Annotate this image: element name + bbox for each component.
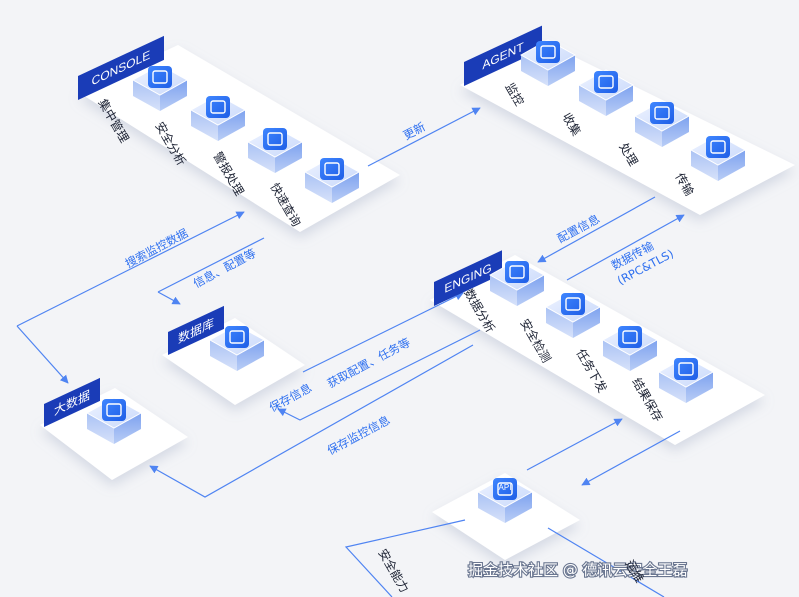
api-icon-text: API bbox=[499, 483, 512, 492]
agent-cube-collect bbox=[577, 69, 635, 116]
transfer-icon bbox=[706, 136, 730, 158]
config-info-label: 配置信息 bbox=[555, 212, 602, 246]
console-cube-manage bbox=[131, 64, 189, 111]
update-label: 更新 bbox=[401, 119, 428, 142]
cubes-icon bbox=[102, 399, 126, 421]
get-config-arrow bbox=[302, 292, 464, 373]
plus-icon bbox=[561, 293, 585, 315]
save-info-arrow bbox=[277, 329, 481, 421]
save-monitor-arrow bbox=[149, 344, 474, 498]
api-cube: API bbox=[476, 476, 534, 523]
refresh-icon bbox=[206, 96, 230, 118]
module-cubes: API bbox=[85, 39, 747, 523]
engine-cube-analysis bbox=[488, 259, 546, 306]
api-engine-arrow-1 bbox=[526, 418, 623, 471]
wrench-icon bbox=[650, 102, 674, 124]
api-ability-line bbox=[344, 519, 466, 597]
api-ops-line bbox=[547, 527, 665, 597]
api-item-label: 安全能力 bbox=[375, 546, 412, 595]
mail-icon bbox=[618, 326, 642, 348]
engine-cube-detect bbox=[544, 291, 602, 338]
image-icon bbox=[536, 41, 560, 63]
save-info-label: 保存信息 bbox=[267, 381, 314, 415]
agent-cube-transfer bbox=[689, 134, 747, 181]
connectors bbox=[16, 107, 685, 597]
search-monitor-arrow bbox=[16, 211, 245, 327]
console-cube-alert bbox=[246, 126, 304, 173]
data-transfer-arrow bbox=[566, 214, 685, 281]
engine-cube-save bbox=[657, 356, 715, 403]
api-icon bbox=[493, 478, 517, 500]
save-icon bbox=[674, 358, 698, 380]
engine-cube-dispatch bbox=[601, 324, 659, 371]
compass-icon bbox=[320, 158, 344, 180]
bigdata-cube bbox=[85, 397, 143, 444]
console-cube-query bbox=[303, 156, 361, 203]
mail-icon bbox=[263, 128, 287, 150]
save-monitor-label: 保存监控信息 bbox=[325, 413, 392, 458]
search-monitor-label: 搜索监控数据 bbox=[123, 226, 191, 271]
api-engine-arrow-2 bbox=[581, 430, 681, 486]
get-config-label: 获取配置、任务等 bbox=[325, 335, 413, 391]
config-info-arrow bbox=[537, 196, 656, 263]
agent-cube-monitor bbox=[519, 39, 577, 86]
agent-panel bbox=[460, 40, 795, 215]
database-icon bbox=[225, 326, 249, 348]
console-cube-analysis bbox=[189, 94, 247, 141]
chart-icon bbox=[505, 261, 529, 283]
info-config-arrow bbox=[157, 291, 181, 305]
api-labels: 安全能力 bbox=[375, 546, 412, 595]
watermark-text: 掘金技术社区 @ 德讯云安全王磊 bbox=[468, 561, 688, 579]
gear-icon bbox=[148, 66, 172, 88]
watermark: 掘金技术社区 @ 德讯云安全王磊 运维 bbox=[467, 558, 689, 586]
database-cube bbox=[208, 324, 266, 371]
inbox-icon bbox=[594, 71, 618, 93]
agent-cube-process bbox=[633, 100, 691, 147]
update-arrow bbox=[367, 107, 481, 167]
info-config-label: 信息、配置等 bbox=[191, 246, 258, 291]
